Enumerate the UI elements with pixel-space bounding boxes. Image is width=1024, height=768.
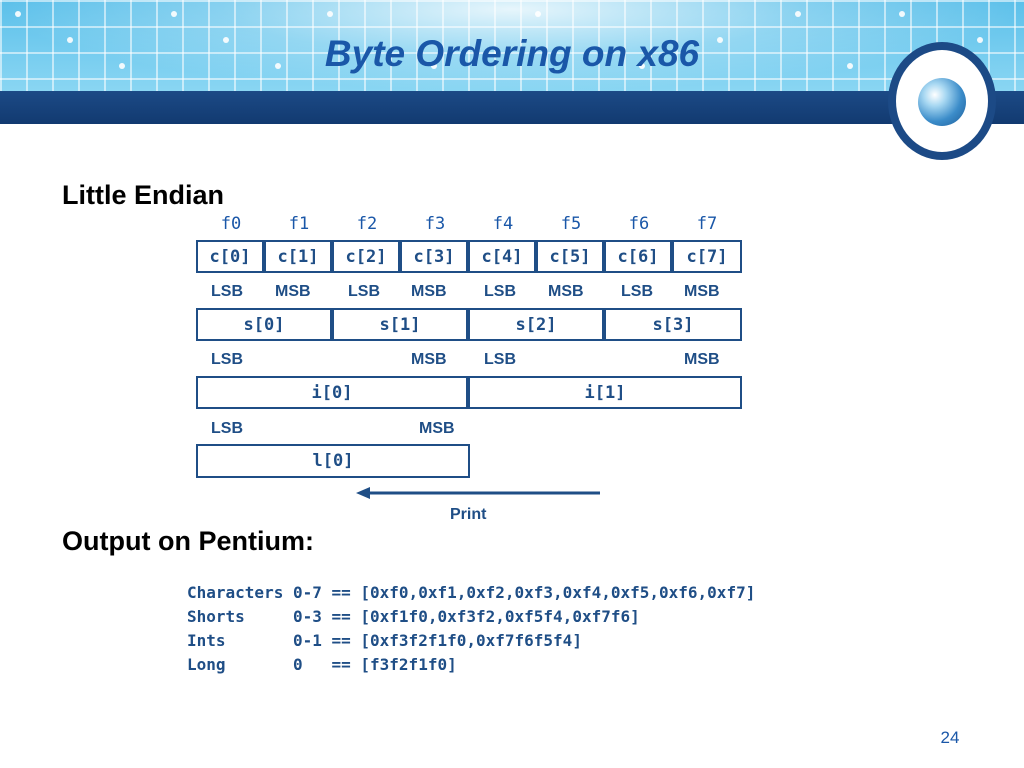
char-cell: c[3] [400, 240, 468, 273]
print-arrow-icon [356, 487, 600, 499]
output-line: Characters 0-7 == [0xf0,0xf1,0xf2,0xf3,0… [187, 583, 756, 602]
short-cell: s[2] [468, 308, 604, 341]
lsb-label: LSB [621, 283, 653, 300]
char-cell: c[6] [604, 240, 672, 273]
msb-label: MSB [411, 283, 447, 300]
address-label: f1 [288, 214, 310, 234]
address-label: f5 [560, 214, 582, 234]
address-label: f0 [220, 214, 242, 234]
header-band [0, 91, 1024, 124]
msb-label: MSB [548, 283, 584, 300]
address-label: f2 [356, 214, 378, 234]
logo [888, 42, 996, 160]
long-cell: l[0] [196, 444, 470, 478]
lsb-label: LSB [484, 283, 516, 300]
char-cell: c[4] [468, 240, 536, 273]
lsb-label: LSB [211, 351, 243, 368]
header-banner [0, 0, 1024, 92]
page-number: 24 [940, 728, 960, 747]
output-line: Shorts 0-3 == [0xf1f0,0xf3f2,0xf5f4,0xf7… [187, 607, 640, 626]
char-cell: c[2] [332, 240, 400, 273]
char-cell: c[5] [536, 240, 604, 273]
output-line: Ints 0-1 == [0xf3f2f1f0,0xf7f6f5f4] [187, 631, 582, 650]
lsb-label: LSB [348, 283, 380, 300]
int-cell: i[0] [196, 376, 468, 409]
char-cell: c[1] [264, 240, 332, 273]
int-cell: i[1] [468, 376, 742, 409]
msb-label: MSB [419, 420, 455, 437]
lsb-label: LSB [484, 351, 516, 368]
char-cell: c[0] [196, 240, 264, 273]
short-cell: s[1] [332, 308, 468, 341]
lsb-label: LSB [211, 420, 243, 437]
char-cell: c[7] [672, 240, 742, 273]
slide-title: Byte Ordering on x86 [324, 33, 700, 74]
short-cell: s[3] [604, 308, 742, 341]
globe-icon [918, 78, 966, 126]
msb-label: MSB [684, 283, 720, 300]
msb-label: MSB [684, 351, 720, 368]
short-cell: s[0] [196, 308, 332, 341]
output-line: Long 0 == [f3f2f1f0] [187, 655, 457, 674]
little-endian-heading: Little Endian [62, 180, 224, 210]
address-label: f3 [424, 214, 446, 234]
address-label: f4 [492, 214, 514, 234]
print-label: Print [450, 506, 487, 523]
msb-label: MSB [275, 283, 311, 300]
banner-dots [15, 11, 983, 69]
address-label: f7 [696, 214, 718, 234]
lsb-label: LSB [211, 283, 243, 300]
output-heading: Output on Pentium: [62, 526, 314, 556]
address-label: f6 [628, 214, 650, 234]
logo-badge [896, 50, 988, 152]
msb-label: MSB [411, 351, 447, 368]
